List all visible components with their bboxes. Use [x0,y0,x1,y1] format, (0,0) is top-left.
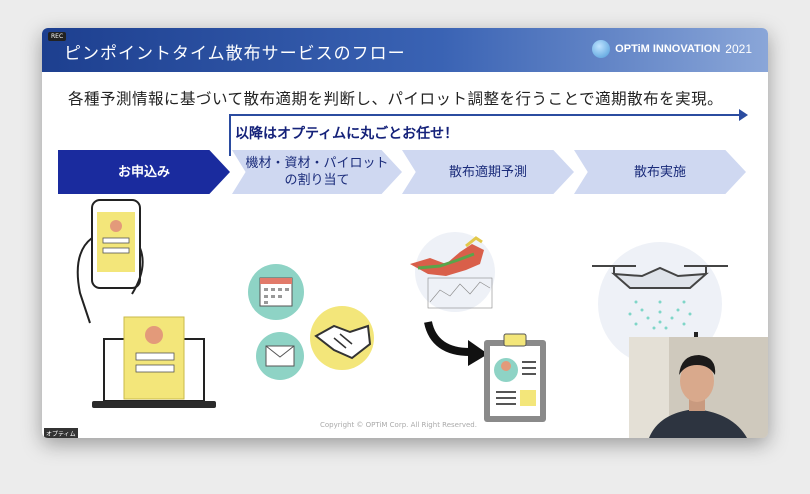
brand-name: OPTiM INNOVATION [615,43,721,55]
presenter-video[interactable] [629,337,768,438]
step-label-line2: の割り当て [284,173,350,188]
presentation-window: REC ピンポイントタイム散布サービスのフロー OPTiM INNOVATION… [42,28,768,438]
brand-logo: OPTiM INNOVATION 2021 [592,40,752,58]
mail-icon [256,332,304,380]
slide-header: REC ピンポイントタイム散布サービスのフロー OPTiM INNOVATION… [42,28,768,72]
clipboard-icon [484,333,546,422]
step-forecast: 散布適期予測 [402,150,574,194]
slide-copyright: Copyright © OPTiM Corp. All Right Reserv… [320,421,477,429]
smartphone-icon [76,199,144,324]
handshake-icon [310,306,374,370]
lightbulb-icon [592,40,611,58]
presenter-avatar [629,337,768,438]
recording-badge: REC [48,32,67,41]
step-label-line1: 機材・資材・パイロット [245,156,389,171]
slide-subtitle: 各種予測情報に基づいて散布適期を判断し、パイロット調整を行うことで適期散布を実現… [68,90,724,108]
presenter-tag: オプティム [44,428,78,438]
curved-arrow-icon [424,320,488,366]
laptop-icon [92,316,216,408]
step-label: 散布適期予測 [448,164,527,180]
step-spraying: 散布実施 [574,150,746,194]
flow-arrow-head [739,109,748,121]
slide-title: ピンポイントタイム散布サービスのフロー [64,44,406,64]
flow-arrow-line [229,114,741,116]
step-application: お申込み [58,150,230,194]
calendar-icon [248,264,304,320]
flow-arrow-stem [229,114,231,156]
assignment-illustration [248,264,374,380]
step-label: 散布実施 [633,164,686,180]
map-icon [410,232,495,312]
step-label: 機材・資材・パイロット の割り当て [245,155,388,189]
step-label: お申込み [117,164,170,180]
step-assignment: 機材・資材・パイロット の割り当て [232,150,402,194]
delegation-note: 以降はオプティムに丸ごとお任せ！ [235,126,459,142]
brand-year: 2021 [725,42,752,56]
